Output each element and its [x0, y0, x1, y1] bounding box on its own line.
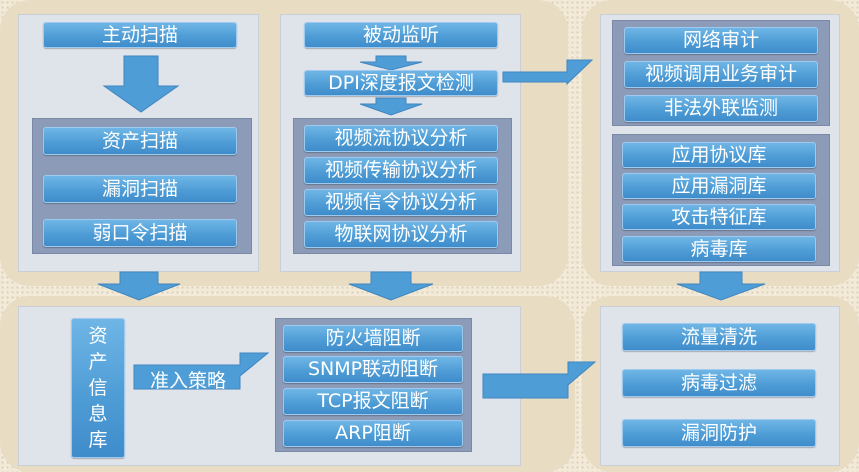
- video-call-audit-box: 视频调用业务审计: [624, 61, 818, 88]
- firewall-block-box: 防火墙阻断: [283, 325, 463, 352]
- asset-db-label: 资产信息库: [88, 323, 107, 453]
- arp-block-box: ARP阻断: [283, 420, 463, 447]
- arrow-policy-right: [133, 352, 270, 390]
- network-audit-box: 网络审计: [624, 27, 818, 54]
- illegal-outreach-box: 非法外联监测: [624, 95, 818, 122]
- arrow-block-to-protection: [482, 361, 597, 399]
- arrow-dpi-to-analysis: [359, 97, 423, 116]
- asset-db-char: 库: [88, 429, 108, 451]
- asset-db-char: 产: [88, 351, 108, 373]
- dpi-box: DPI深度报文检测: [304, 70, 498, 96]
- asset-db-char: 资: [88, 325, 108, 347]
- asset-info-db-box: 资产信息库: [71, 318, 125, 458]
- tcp-block-box: TCP报文阻断: [283, 388, 463, 415]
- virus-filter-box: 病毒过滤: [622, 369, 816, 397]
- weak-password-scan-box: 弱口令扫描: [43, 219, 237, 247]
- arrow-left-down: [97, 271, 181, 301]
- iot-protocol-box: 物联网协议分析: [304, 221, 498, 248]
- access-policy-label: 准入策略: [150, 370, 227, 392]
- attack-signature-lib-box: 攻击特征库: [622, 204, 816, 230]
- arrow-right-down: [676, 271, 766, 301]
- arrow-active-scan-down: [102, 55, 180, 113]
- vuln-protection-box: 漏洞防护: [622, 419, 816, 447]
- video-signaling-protocol-box: 视频信令协议分析: [304, 189, 498, 216]
- active-scan-box: 主动扫描: [43, 22, 237, 48]
- arrow-middle-down: [348, 271, 434, 301]
- asset-db-char: 信: [88, 377, 108, 399]
- app-protocol-lib-box: 应用协议库: [622, 142, 816, 168]
- snmp-block-box: SNMP联动阻断: [283, 356, 463, 383]
- asset-scan-box: 资产扫描: [43, 127, 237, 155]
- passive-monitor-box: 被动监听: [304, 22, 498, 48]
- arrow-passive-to-dpi: [359, 55, 423, 71]
- vuln-scan-box: 漏洞扫描: [43, 175, 237, 203]
- video-stream-protocol-box: 视频流协议分析: [304, 125, 498, 152]
- app-vuln-lib-box: 应用漏洞库: [622, 173, 816, 199]
- virus-lib-box: 病毒库: [622, 236, 816, 262]
- asset-db-char: 息: [88, 403, 108, 425]
- arrow-dpi-to-audit: [502, 59, 594, 86]
- traffic-cleaning-box: 流量清洗: [622, 323, 816, 351]
- video-transport-protocol-box: 视频传输协议分析: [304, 157, 498, 184]
